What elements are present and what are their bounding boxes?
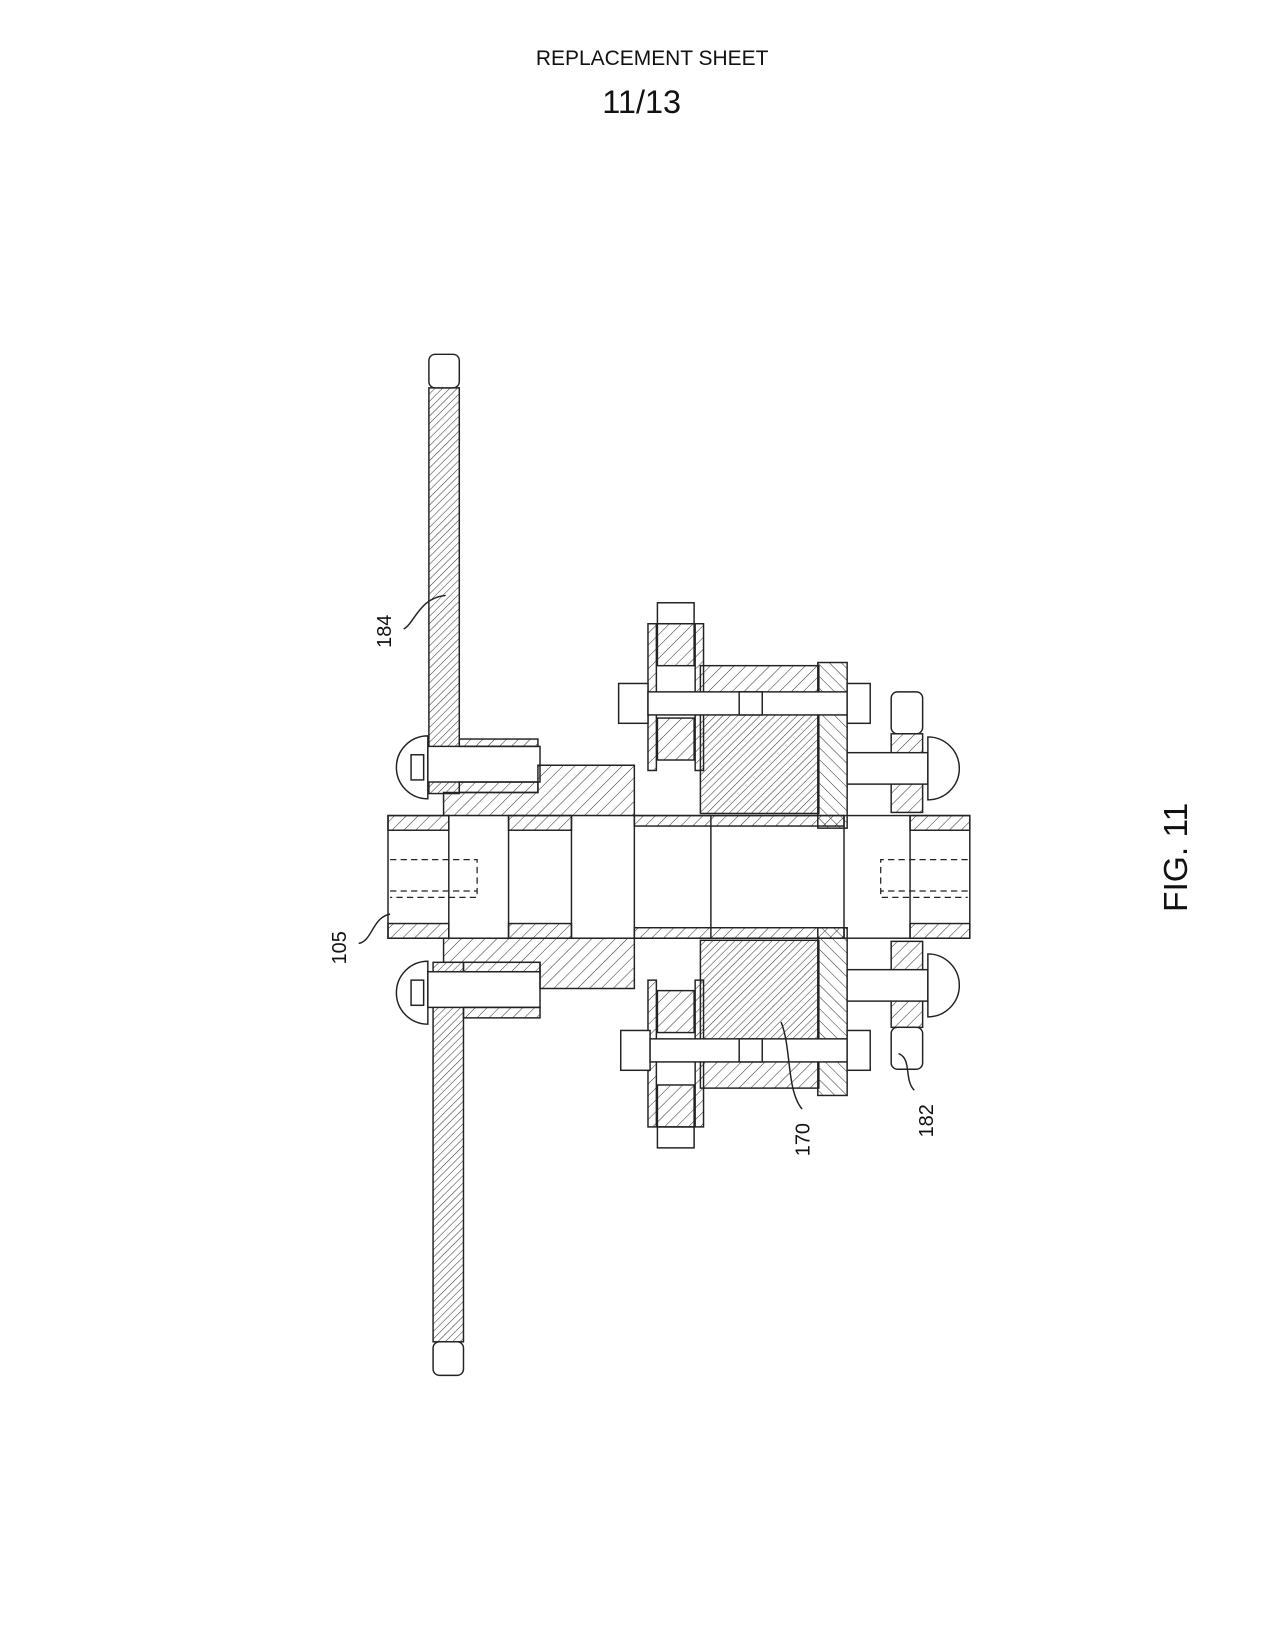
gear-shafts — [617, 682, 871, 1072]
sheet-number: 11/13 — [602, 84, 681, 120]
leader-182 — [898, 1052, 915, 1091]
rotor-170 — [699, 661, 848, 1097]
sheet-title: REPLACEMENT SHEET — [536, 47, 769, 70]
ref-184: 184 — [374, 615, 396, 648]
right-bolts-lug-182 — [846, 691, 961, 1070]
ref-170: 170 — [792, 1123, 814, 1156]
leader-184 — [403, 594, 446, 630]
leader-105 — [358, 913, 391, 945]
leader-170 — [780, 1021, 803, 1110]
figure-label: FIG. 11 — [1158, 803, 1195, 912]
fig-11-drawing: 184 105 170 182 — [329, 353, 971, 1377]
ref-105: 105 — [329, 931, 351, 964]
ref-182: 182 — [916, 1104, 938, 1137]
tube-105 — [387, 814, 971, 939]
